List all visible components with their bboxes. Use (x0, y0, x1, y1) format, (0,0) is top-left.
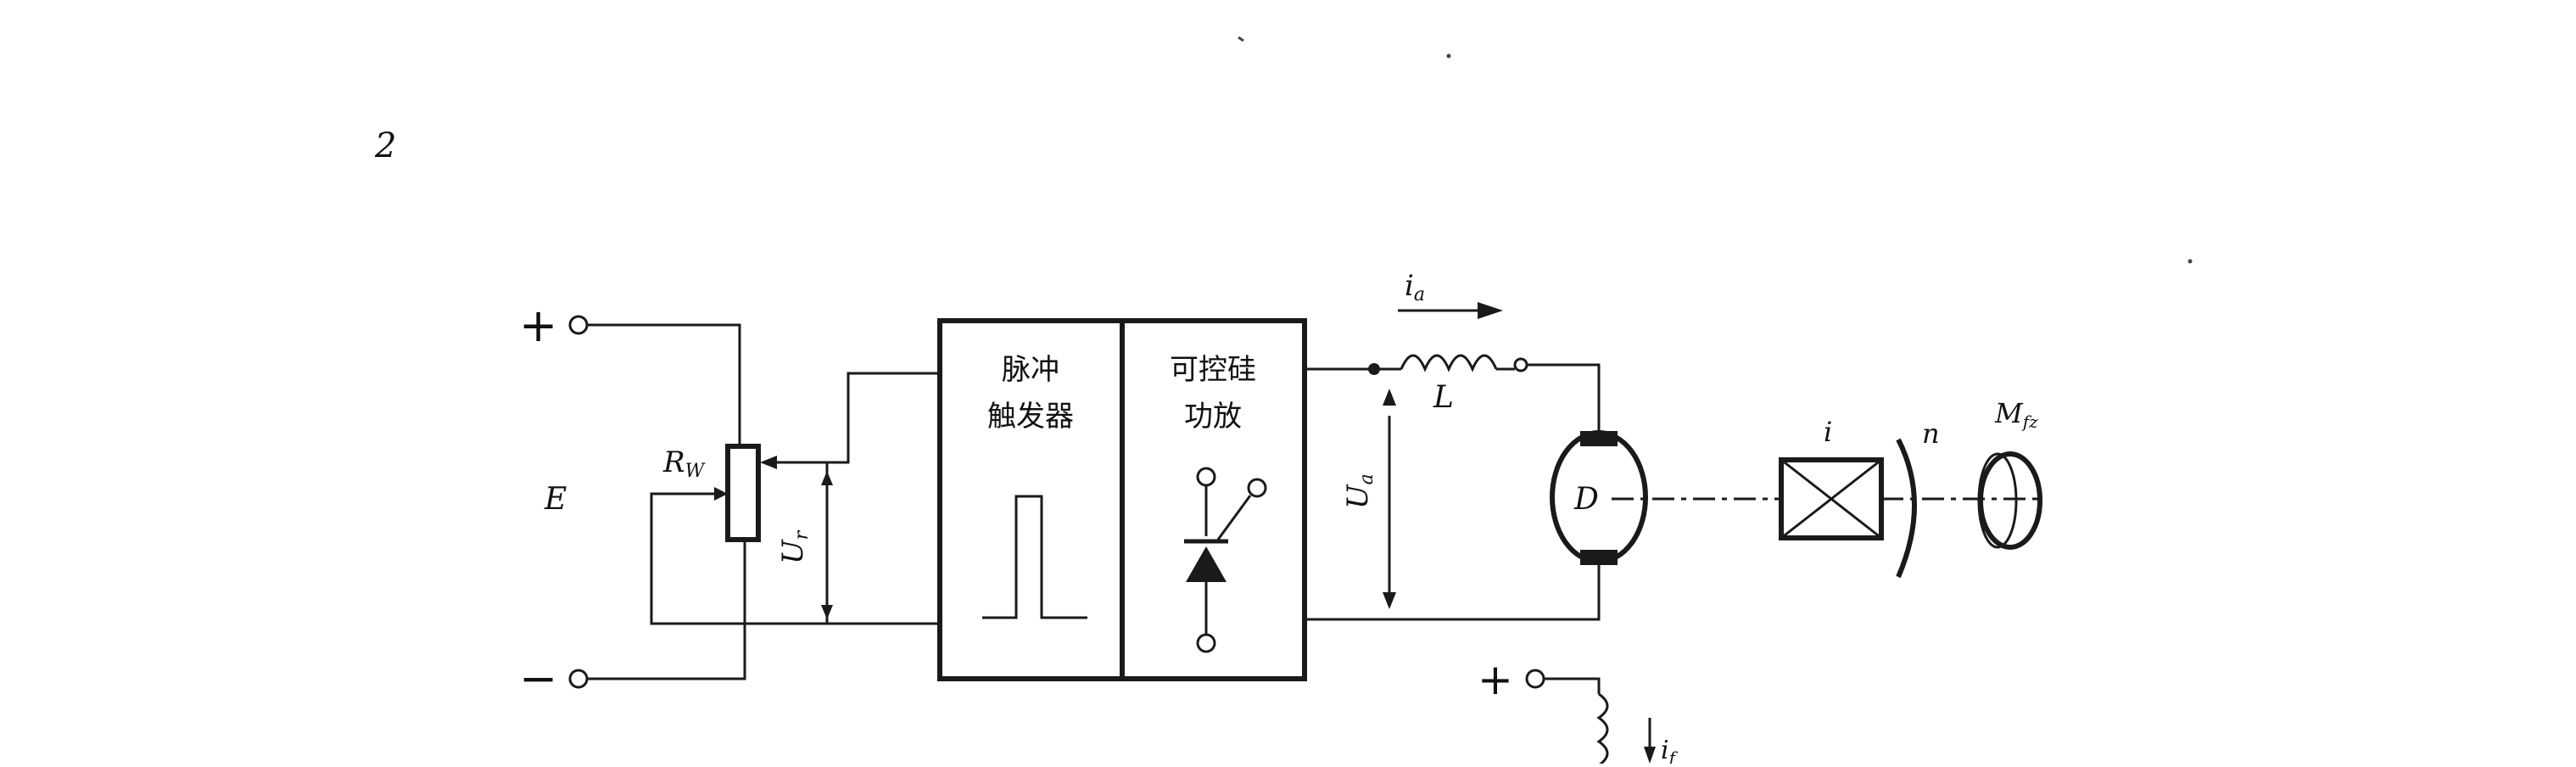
thyristor-amp-label-line1: 可控硅 (1170, 353, 1256, 387)
pulse-trigger-label-line2: 触发器 (987, 400, 1074, 434)
thyristor-amp-label-line2: 功放 (1184, 400, 1242, 434)
motor-label: D (1573, 482, 1599, 517)
pulse-trigger-block: 脉冲 触发器 (937, 318, 1125, 681)
load-label: Mfz (1994, 397, 2038, 432)
speed-indicator: n (1896, 417, 1940, 579)
reference-voltage-label: Ur (776, 529, 813, 564)
gearbox-label: i (1824, 416, 1832, 448)
inductor-coil (1400, 354, 1498, 372)
svg-text:n: n (1922, 417, 1940, 450)
dc-motor: D (1550, 430, 1648, 565)
supply-positive-terminal: + (519, 299, 589, 352)
potentiometer: RW (662, 444, 777, 542)
pulse-waveform-icon (982, 495, 1087, 619)
scan-speck (1446, 53, 1451, 59)
field-supply: + if (1478, 655, 1679, 767)
svg-text:Ua: Ua (1341, 473, 1377, 509)
thyristor-icon (1184, 467, 1267, 653)
brush-bottom (1580, 550, 1618, 565)
gearbox: i (1779, 416, 1884, 540)
armature-voltage-indicator: Ua (1341, 389, 1396, 609)
armature-circuit: L (1305, 354, 1601, 621)
armature-current-indicator: ia (1398, 269, 1503, 319)
source-label: E (544, 482, 567, 517)
page-number: 2 (374, 126, 396, 165)
svg-text:−: − (519, 652, 557, 705)
scan-speck (2188, 259, 2193, 264)
brush-top (1580, 431, 1618, 446)
pulse-trigger-label-line1: 脉冲 (1002, 353, 1059, 387)
field-coil (1596, 692, 1609, 767)
field-current-label: if (1661, 736, 1679, 764)
scan-speck (1238, 36, 1244, 42)
potentiometer-label: RW (662, 445, 707, 482)
reference-voltage-wiring: Ur (776, 372, 940, 628)
field-positive-sign: + (1478, 655, 1513, 704)
inductor-label: L (1433, 380, 1454, 415)
supply-negative-terminal: − (519, 652, 589, 705)
svg-text:+: + (519, 299, 557, 352)
supply-wiring (587, 323, 940, 680)
thyristor-amplifier-block: 可控硅 功放 (1120, 318, 1307, 681)
svg-text:ia: ia (1405, 269, 1425, 305)
load-disk: Mfz (1977, 397, 2042, 550)
